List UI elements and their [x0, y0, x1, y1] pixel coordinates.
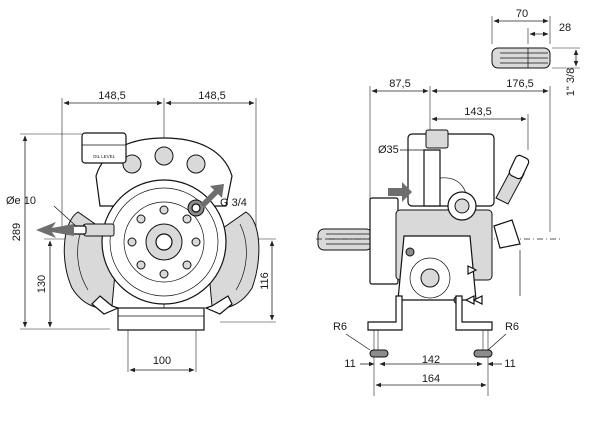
side-inlet-arrow [388, 182, 412, 202]
shaft-detail: 70 28 1" 3/8 [491, 8, 580, 96]
dim-height-right: 116 [259, 272, 271, 290]
outlet-label: G 3/4 [220, 197, 247, 209]
dim-top-right: 148,5 [198, 90, 226, 102]
dim-foot-hole-left: 11 [344, 358, 355, 370]
dim-left-offset: 87,5 [389, 78, 410, 90]
front-pump-body: OIL LEVEL [63, 132, 260, 331]
dim-shaft-total: 70 [516, 8, 528, 20]
side-view: 87,5 176,5 143,5 142 164 11 11 R6 R6 [316, 78, 560, 396]
dim-shaft-size: 1" 3/8 [565, 68, 577, 96]
inlet-arrow [36, 222, 74, 238]
inlet-label: Øe 10 [6, 195, 36, 207]
side-pump-body [367, 129, 530, 358]
dim-base-width: 100 [153, 355, 171, 367]
front-view: 148,5 148,5 289 130 116 100 OIL LEVEL [6, 90, 276, 373]
side-shaft [317, 228, 373, 251]
dim-foot-inner: 142 [422, 354, 440, 366]
dim-height-total: 289 [11, 223, 23, 241]
dim-right-offset: 176,5 [506, 78, 534, 90]
radius-right: R6 [505, 321, 519, 333]
dim-shaft-spline: 28 [559, 22, 571, 34]
dim-mid-offset: 143,5 [464, 106, 492, 118]
radius-left: R6 [333, 321, 347, 333]
dim-foot-hole-right: 11 [504, 358, 515, 370]
diameter-label: Ø35 [378, 144, 399, 156]
dim-foot-outer: 164 [422, 373, 440, 385]
dim-height-axis: 130 [36, 275, 48, 293]
oil-level-label: OIL LEVEL [93, 154, 116, 159]
dim-top-left: 148,5 [98, 90, 126, 102]
outlet-arrow [200, 184, 224, 208]
